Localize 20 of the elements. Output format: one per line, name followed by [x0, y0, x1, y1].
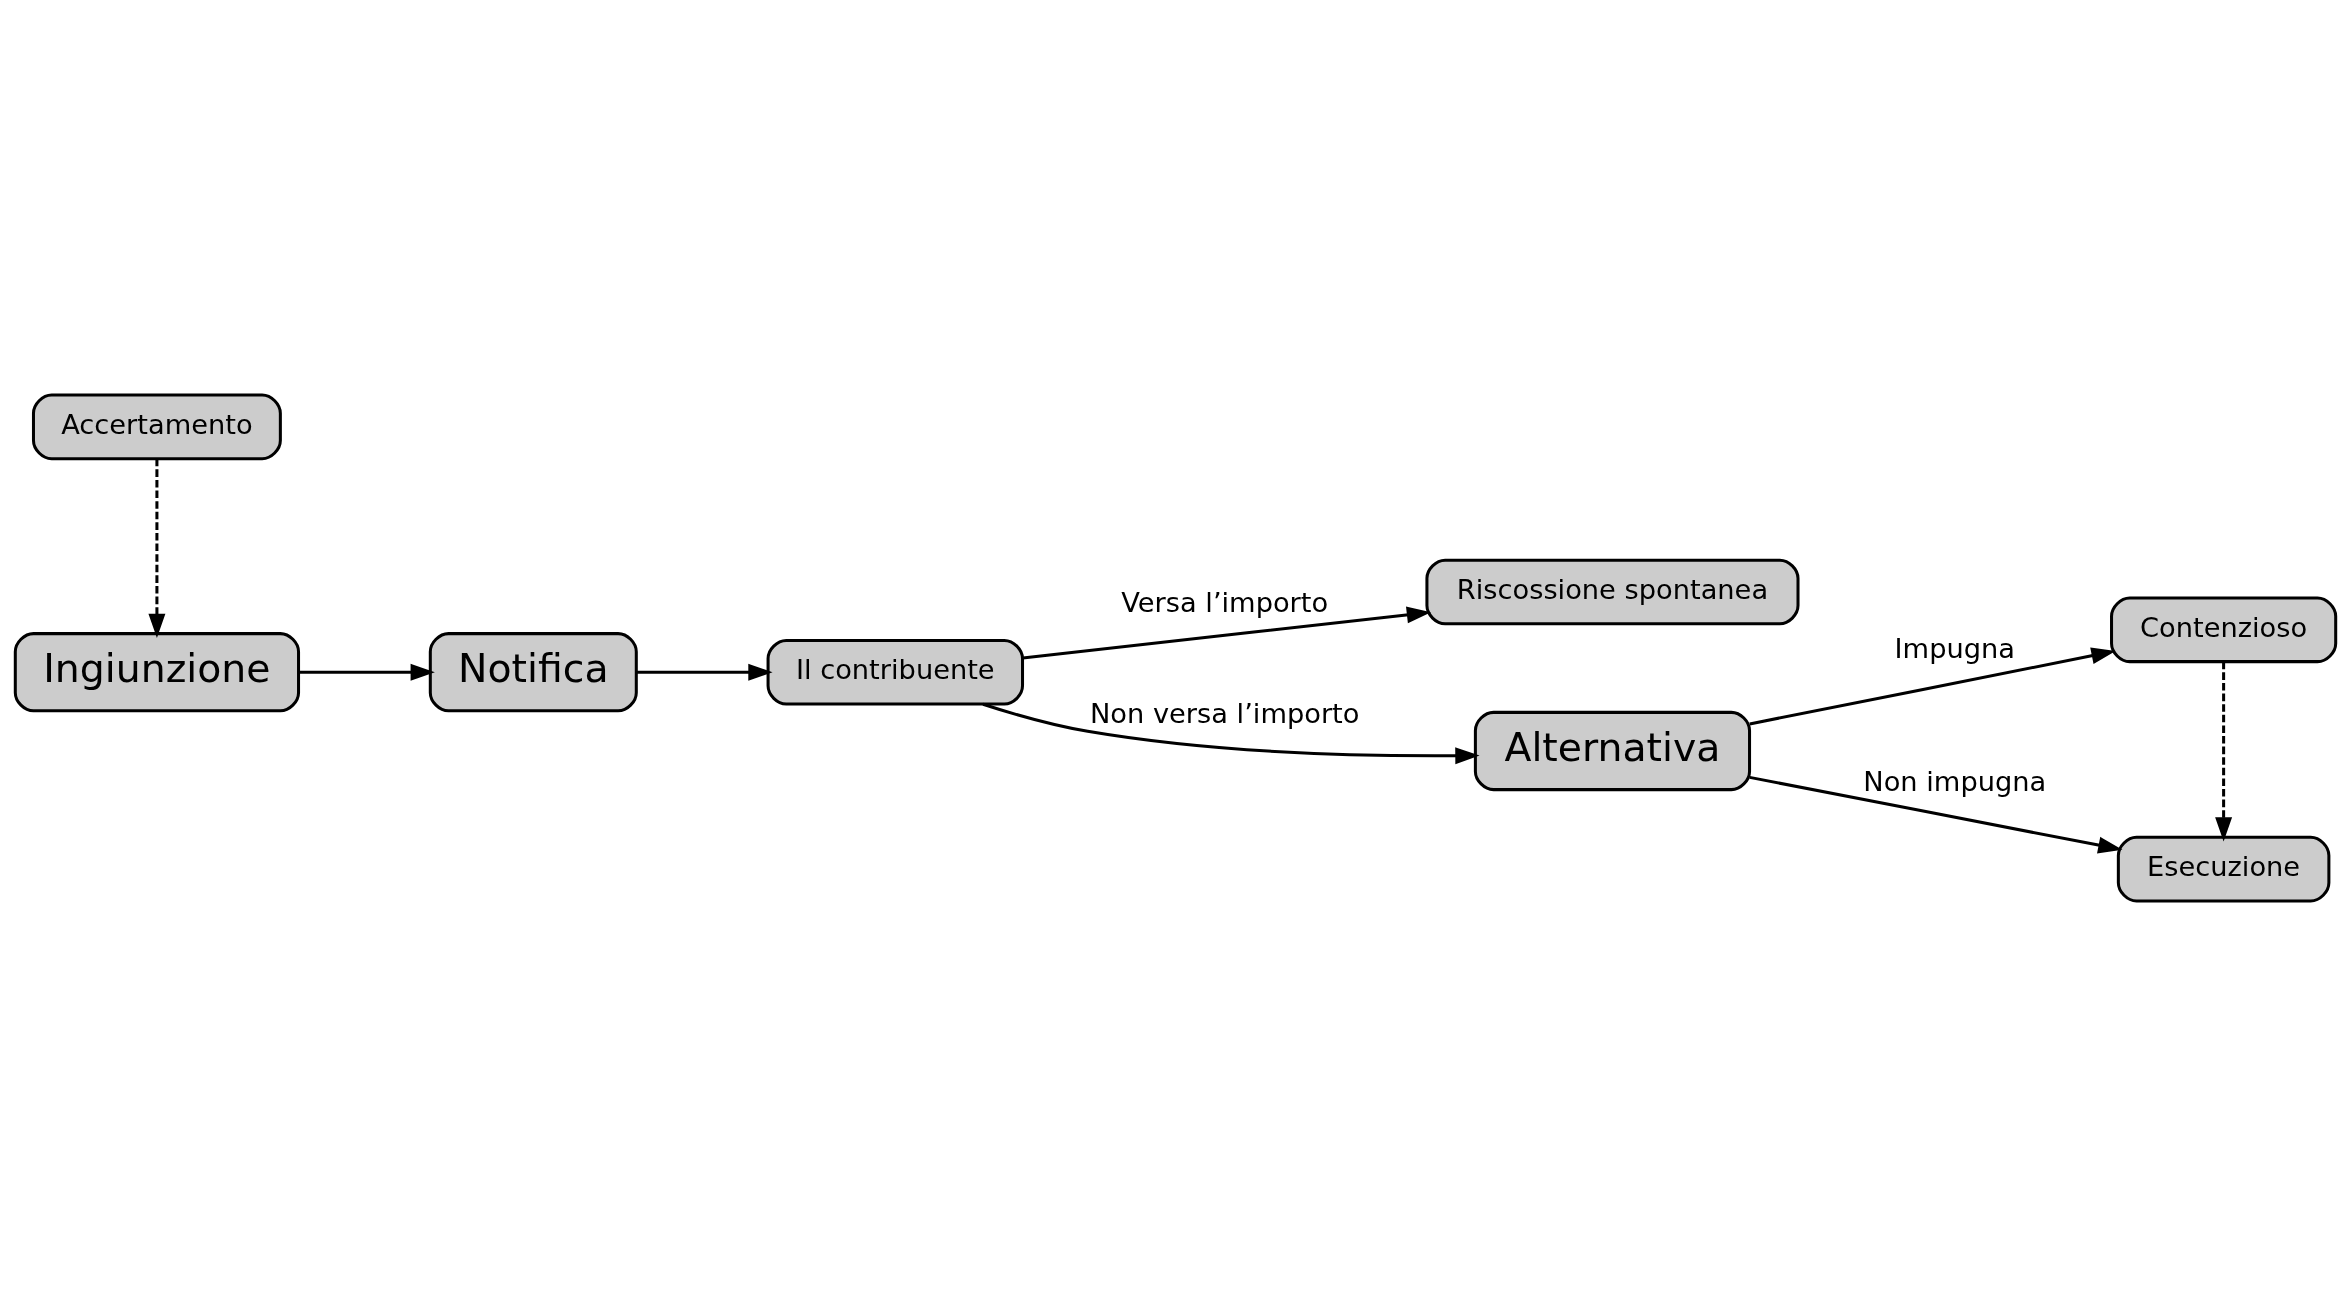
edge-label: Impugna [1894, 632, 2015, 664]
arrow [1749, 647, 2116, 726]
edge-label: Non impugna [1863, 765, 2047, 797]
node-box: Esecuzione [2116, 835, 2331, 903]
arrow [2215, 661, 2233, 842]
arrow [982, 702, 1480, 765]
edge-label: Versa l’importo [1121, 587, 1329, 619]
arrow [1749, 775, 2123, 854]
arrow [148, 458, 166, 638]
node-box: Ingiunzione [13, 632, 301, 713]
node-box: Accertamento [31, 393, 282, 461]
node-box: Riscossione spontanea [1425, 558, 1800, 626]
node-box: Il contribuente [766, 638, 1025, 706]
node-box: Notifica [428, 632, 638, 713]
arrow [636, 663, 773, 681]
node-box: Alternativa [1473, 710, 1752, 792]
arrow [299, 663, 435, 681]
arrow [1022, 606, 1432, 660]
node-box: Contenzioso [2110, 596, 2338, 664]
edge-label: Non versa l’importo [1089, 697, 1360, 729]
